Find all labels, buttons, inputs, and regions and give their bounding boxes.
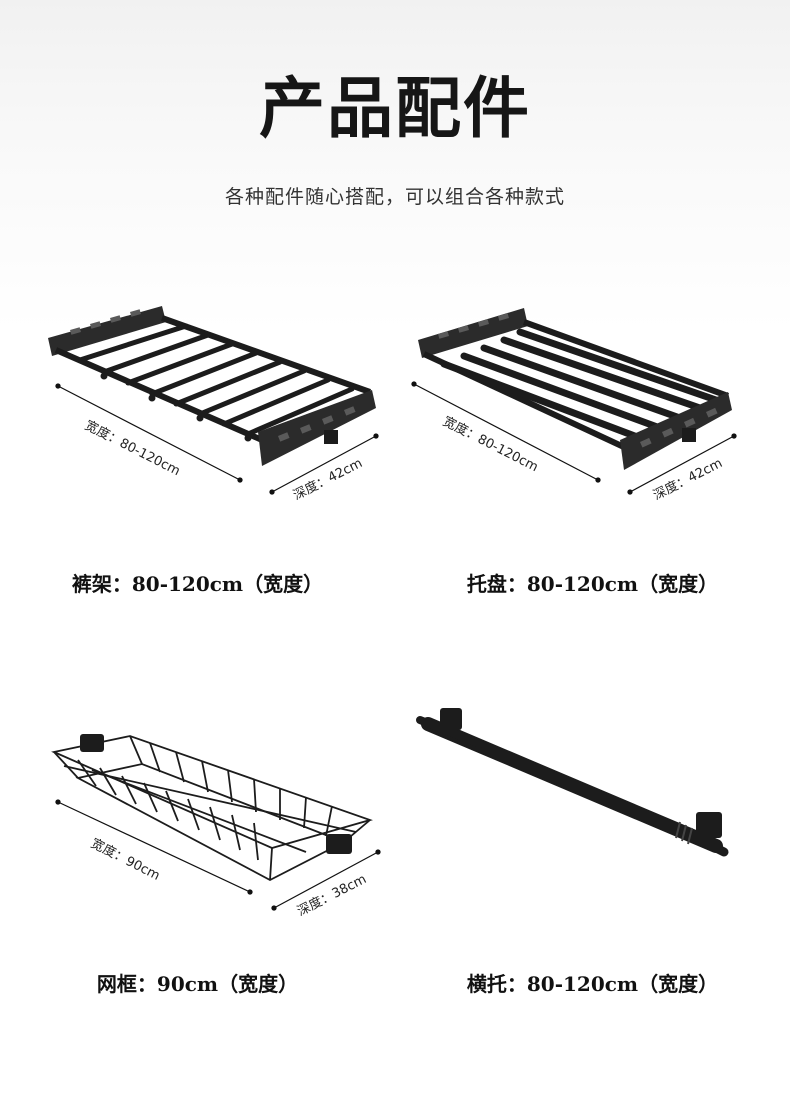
tray-rack-caption: 托盘：80-120cm（宽度） <box>466 572 719 596</box>
trouser-rack-icon <box>48 306 379 495</box>
tray-rack-depth-label: 深度：42cm <box>651 455 725 503</box>
page-subtitle: 各种配件随心搭配，可以组合各种款式 <box>224 186 565 208</box>
page-title: 产品配件 <box>259 69 531 147</box>
basket-bracket-icon <box>80 734 352 854</box>
wire-basket-icon <box>51 735 373 882</box>
basket-width-line <box>55 799 253 895</box>
trouser-rack-width-label: 宽度：80-120cm <box>82 417 183 479</box>
trouser-rack-caption: 裤架：80-120cm（宽度） <box>71 572 324 596</box>
basket-depth-label: 深度：38cm <box>295 871 369 919</box>
tray-rack-width-label: 宽度：80-120cm <box>440 413 541 475</box>
wire-basket-caption: 网框：90cm（宽度） <box>96 972 299 996</box>
basket-depth-line <box>271 849 381 911</box>
hanging-rod-caption: 横托：80-120cm（宽度） <box>466 972 719 996</box>
basket-width-label: 宽度：90cm <box>88 835 162 883</box>
tray-rack-icon <box>411 308 737 495</box>
hanging-rod-icon <box>416 708 729 857</box>
